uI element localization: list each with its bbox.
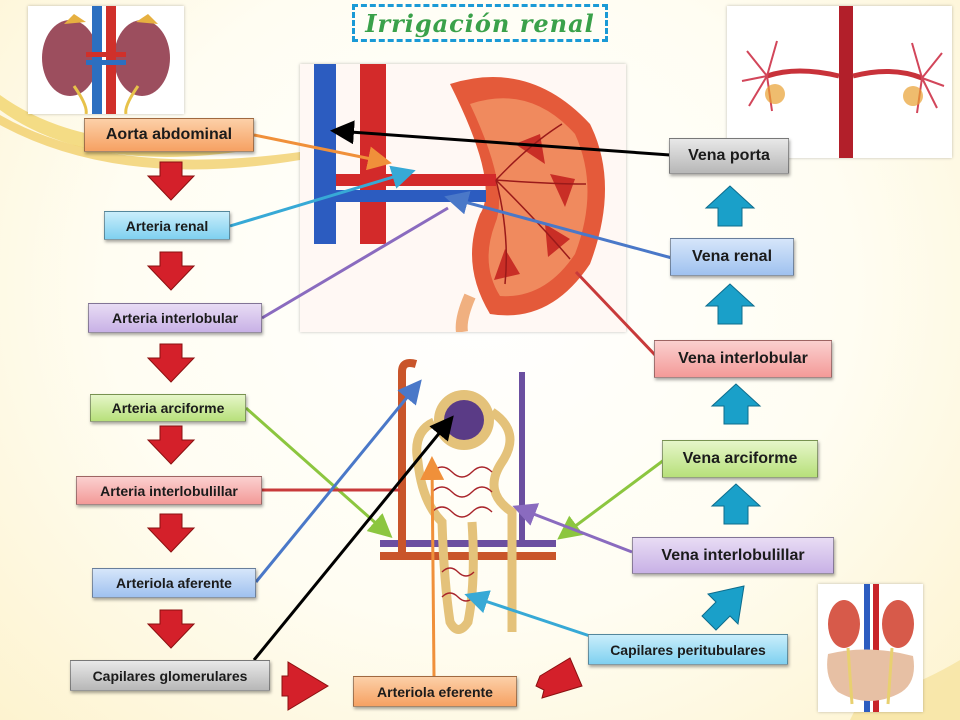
pointer-vena-interlobulillar <box>512 503 633 554</box>
pointer-arteriola-aferente <box>254 379 422 583</box>
label-vena-porta: Vena porta <box>669 138 789 174</box>
pointer-capilares-peritubulares <box>464 590 591 638</box>
flow-arrow-right-1 <box>281 661 329 711</box>
pointer-arteria-renal <box>229 165 416 228</box>
flow-arrow-down-1 <box>146 161 196 201</box>
flow-arrow-up-2 <box>704 283 756 325</box>
renal-vasculature-photo <box>727 6 952 158</box>
pointer-vena-renal <box>444 191 673 260</box>
label-arteriola-eferente: Arteriola eferente <box>353 676 517 707</box>
label-vena-interlobular: Vena interlobular <box>654 340 832 378</box>
pointer-aorta <box>253 133 392 171</box>
pointer-arteria-arciforme <box>245 406 393 538</box>
flow-arrow-up-4 <box>710 483 762 525</box>
pointer-vena-interlobular <box>574 270 658 358</box>
label-arteria-arciforme: Arteria arciforme <box>90 394 246 422</box>
renal-vasculature-illustration <box>741 6 945 158</box>
pointer-arteriola-eferente <box>420 456 445 677</box>
label-arteriola-aferente: Arteriola aferente <box>92 568 256 598</box>
label-vena-arciforme: Vena arciforme <box>662 440 818 478</box>
flow-arrow-up-5 <box>701 585 745 631</box>
pointer-vena-porta <box>330 120 671 157</box>
flow-arrow-down-4 <box>146 425 196 465</box>
flow-arrow-up-3 <box>710 383 762 425</box>
flow-arrow-down-5 <box>146 513 196 553</box>
urinary-system-illustration <box>827 584 914 712</box>
pointer-arteria-interlobular <box>261 206 449 320</box>
flow-arrow-down-6 <box>146 609 196 649</box>
label-capilares-peritubulares: Capilares peritubulares <box>588 634 788 665</box>
flow-arrow-down-3 <box>146 343 196 383</box>
label-vena-renal: Vena renal <box>670 238 794 276</box>
page-title: Irrigación renal <box>352 4 608 42</box>
label-capilares-glomerulares: Capilares glomerulares <box>70 660 270 691</box>
label-arteria-interlobulillar: Arteria interlobulillar <box>76 476 262 505</box>
label-arteria-renal: Arteria renal <box>104 211 230 240</box>
label-vena-interlobulillar: Vena interlobulillar <box>632 537 834 574</box>
kidney-thumbnail-top-left <box>28 6 184 114</box>
flow-arrow-down-2 <box>146 251 196 291</box>
flow-arrow-right-2 <box>535 657 583 699</box>
pointer-vena-arciforme <box>557 458 665 540</box>
urinary-system-thumbnail <box>818 584 923 712</box>
label-arteria-interlobular: Arteria interlobular <box>88 303 262 333</box>
label-aorta-abdominal: Aorta abdominal <box>84 118 254 152</box>
flow-arrow-up-1 <box>704 185 756 227</box>
pointer-capilares-glomerulares <box>252 415 454 661</box>
kidney-pair-illustration <box>42 6 170 114</box>
